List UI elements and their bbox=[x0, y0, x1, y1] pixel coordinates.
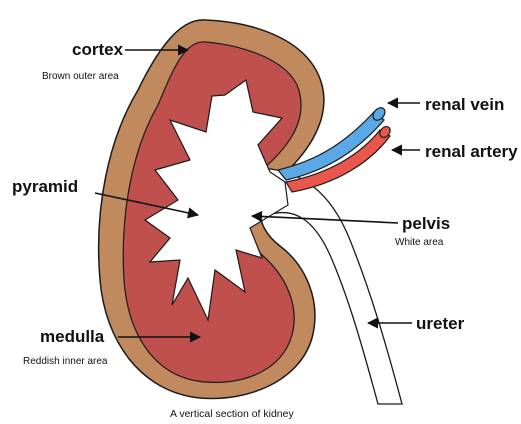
cortex-sublabel: Brown outer area bbox=[42, 71, 119, 82]
pelvis-sublabel: White area bbox=[395, 237, 444, 248]
pyramid-label: pyramid bbox=[12, 177, 78, 196]
diagram-caption: A vertical section of kidney bbox=[170, 408, 294, 420]
renal-artery-label: renal artery bbox=[425, 142, 518, 161]
cortex-label: cortex bbox=[72, 40, 124, 59]
renal-vein-label: renal vein bbox=[425, 95, 504, 114]
pelvis-label: pelvis bbox=[402, 214, 450, 233]
ureter-label: ureter bbox=[416, 314, 465, 333]
medulla-sublabel: Reddish inner area bbox=[23, 356, 108, 367]
medulla-label: medulla bbox=[40, 327, 105, 346]
